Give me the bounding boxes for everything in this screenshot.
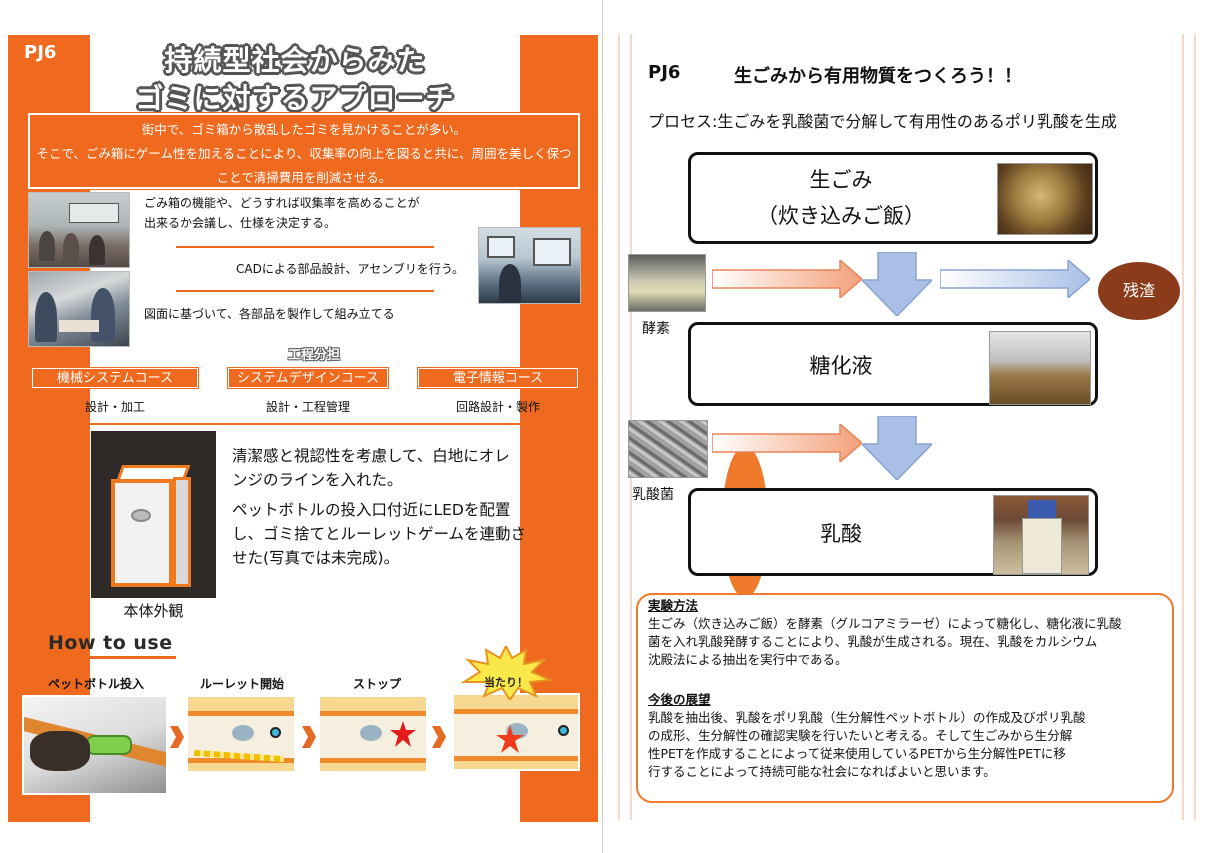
enzyme-photo [628,254,706,312]
role-mechanical: 設計・加工 [84,400,145,414]
step-build: 図面に基づいて、各部品を製作して組み立てる [144,307,395,321]
desc-line: 清潔感と視認性を考慮して、白地にオレ [232,447,510,465]
arrow-right-icon [940,260,1090,298]
stage-food-waste-label: 生ごみ [809,168,873,192]
process-description: プロセス:生ごみを乳酸菌で分解して有用性のあるポリ乳酸を生成 [648,112,1117,131]
page-title: 持続型社会からみた ゴミに対するアプローチ [60,42,530,118]
arrow-right-icon [712,424,862,462]
howto-step-1-label: ペットボトル投入 [48,677,145,691]
right-page: PJ6 生ごみから有用物質をつくろう！！ プロセス:生ごみを乳酸菌で分解して有用… [604,0,1207,853]
intro-line-1: 街中で、ゴミ箱から散乱したゴミを見かけることが多い。 [141,122,467,137]
bin-photo [91,431,216,598]
lactic-bacteria-photo [628,420,708,478]
stage-lactic-acid: 乳酸 [688,488,1098,576]
process-title: 工程分担 [287,348,340,363]
design-description: 清潔感と視認性を考慮して、白地にオレ ンジのラインを入れた。 [232,444,562,492]
course-system-design: システムデザインコース [228,368,388,388]
pj-tag: PJ6 [648,62,681,83]
intro-box: 街中で、ゴミ箱から散乱したゴミを見かけることが多い。 そこで、ごみ箱にゲーム性を… [28,113,580,189]
desc-line: し、ゴミ捨てとルーレットゲームを連動さ [232,525,527,543]
outlook-line: の成形、生分解性の確認実験を行いたいと考える。そして生ごみから生分解 [648,728,1073,743]
howto-underline [40,656,176,659]
arrow-down-icon [862,416,932,480]
outlook-heading: 今後の展望 [648,692,711,707]
desc-line: せた(写真では未完成)。 [232,549,400,567]
intro-line-3: ことで清掃費用を削減させる。 [216,170,392,185]
howto-panel-roulette [186,695,296,773]
intro-line-2: そこで、ごみ箱にゲーム性を加えることにより、収集率の向上を図ると共に、周囲を美し… [36,146,572,161]
lactic-bacteria-caption: 乳酸菌 [632,487,674,503]
howto-step-2-label: ルーレット開始 [200,677,285,691]
trash-bin-illustration [111,465,193,589]
stage-food-waste-sublabel: （炊き込みご飯） [757,204,925,228]
stage-saccharified-liquid: 糖化液 [688,322,1098,406]
cad-photo [478,227,581,304]
residue-badge: 残渣 [1098,262,1180,320]
course-electronics: 電子情報コース [418,368,578,388]
led-description: ペットボトルの投入口付近にLEDを配置 し、ゴミ捨てとルーレットゲームを連動さ … [232,498,562,570]
starburst-icon [460,646,552,700]
howto-photo-insert-bottle [22,695,168,795]
step-cad: CADによる部品設計、アセンブリを行う。 [236,262,465,276]
food-waste-photo [997,163,1093,235]
chevron-right-icon [302,726,316,748]
howto-panel-stop [318,695,428,773]
enzyme-caption: 酵素 [642,321,670,337]
howto-title: How to use [48,632,173,654]
bin-caption: 本体外観 [123,602,184,620]
outlook-line: 乳酸を抽出後、乳酸をポリ乳酸（生分解性ペットボトル）の作成及びポリ乳酸 [648,710,1086,725]
stage-lactic-acid-label: 乳酸 [820,522,862,546]
outlook-line: 行することによって持続可能な社会になればよいと思います。 [648,764,996,779]
method-line: 沈殿法による抽出を実行中である。 [648,652,848,667]
step-meeting: ごみ箱の機能や、どうすれば収集率を高めることが 出来るか会議し、仕様を決定する。 [144,193,464,233]
divider [32,423,580,425]
step-meeting-line-1: ごみ箱の機能や、どうすれば収集率を高めることが [144,196,420,210]
course-mechanical: 機械システムコース [32,368,198,388]
page-title: 生ごみから有用物質をつくろう！！ [734,66,1022,87]
stage-food-waste: 生ごみ （炊き込みご飯） [688,152,1098,244]
title-line-1: 持続型社会からみた [164,44,426,77]
howto-panel-win [452,693,580,771]
divider [176,290,434,292]
step-meeting-line-2: 出来るか会議し、仕様を決定する。 [144,216,337,230]
left-page: PJ6 持続型社会からみた ゴミに対するアプローチ 街中で、ゴミ箱から散乱したゴ… [0,0,603,853]
chevron-right-icon [432,726,446,748]
title-line-2: ゴミに対するアプローチ [135,82,455,115]
method-line: 生ごみ（炊き込みご飯）を酵素（グルコアミラーゼ）によって糖化し、糖化液に乳酸 [648,616,1122,631]
notes-box: 実験方法 生ごみ（炊き込みご飯）を酵素（グルコアミラーゼ）によって糖化し、糖化液… [636,593,1174,803]
desc-line: ンジのラインを入れた。 [232,471,403,489]
pj-tag: PJ6 [24,42,57,63]
chevron-right-icon [170,726,184,748]
meeting-photo-2 [28,271,130,347]
method-heading: 実験方法 [648,598,699,613]
arrow-down-icon [862,252,932,316]
desc-line: ペットボトルの投入口付近にLEDを配置 [232,501,511,519]
arrow-right-icon [712,260,862,298]
howto-step-3-label: ストップ [353,677,402,691]
lactic-acid-photo [993,495,1089,575]
method-line: 菌を入れ乳酸発酵することにより、乳酸が生成される。現在、乳酸をカルシウム [648,634,1098,649]
role-electronics: 回路設計・製作 [455,400,540,414]
saccharified-liquid-photo [989,331,1091,405]
howto-step-4-label: 当たり！ [484,676,528,689]
meeting-photo-1 [28,192,130,268]
role-system-design: 設計・工程管理 [265,400,350,414]
outlook-line: 性PETを作成することによって従来使用しているPETから生分解性PETに移 [648,746,1066,761]
stage-saccharified-label: 糖化液 [809,354,873,378]
divider [176,246,434,248]
